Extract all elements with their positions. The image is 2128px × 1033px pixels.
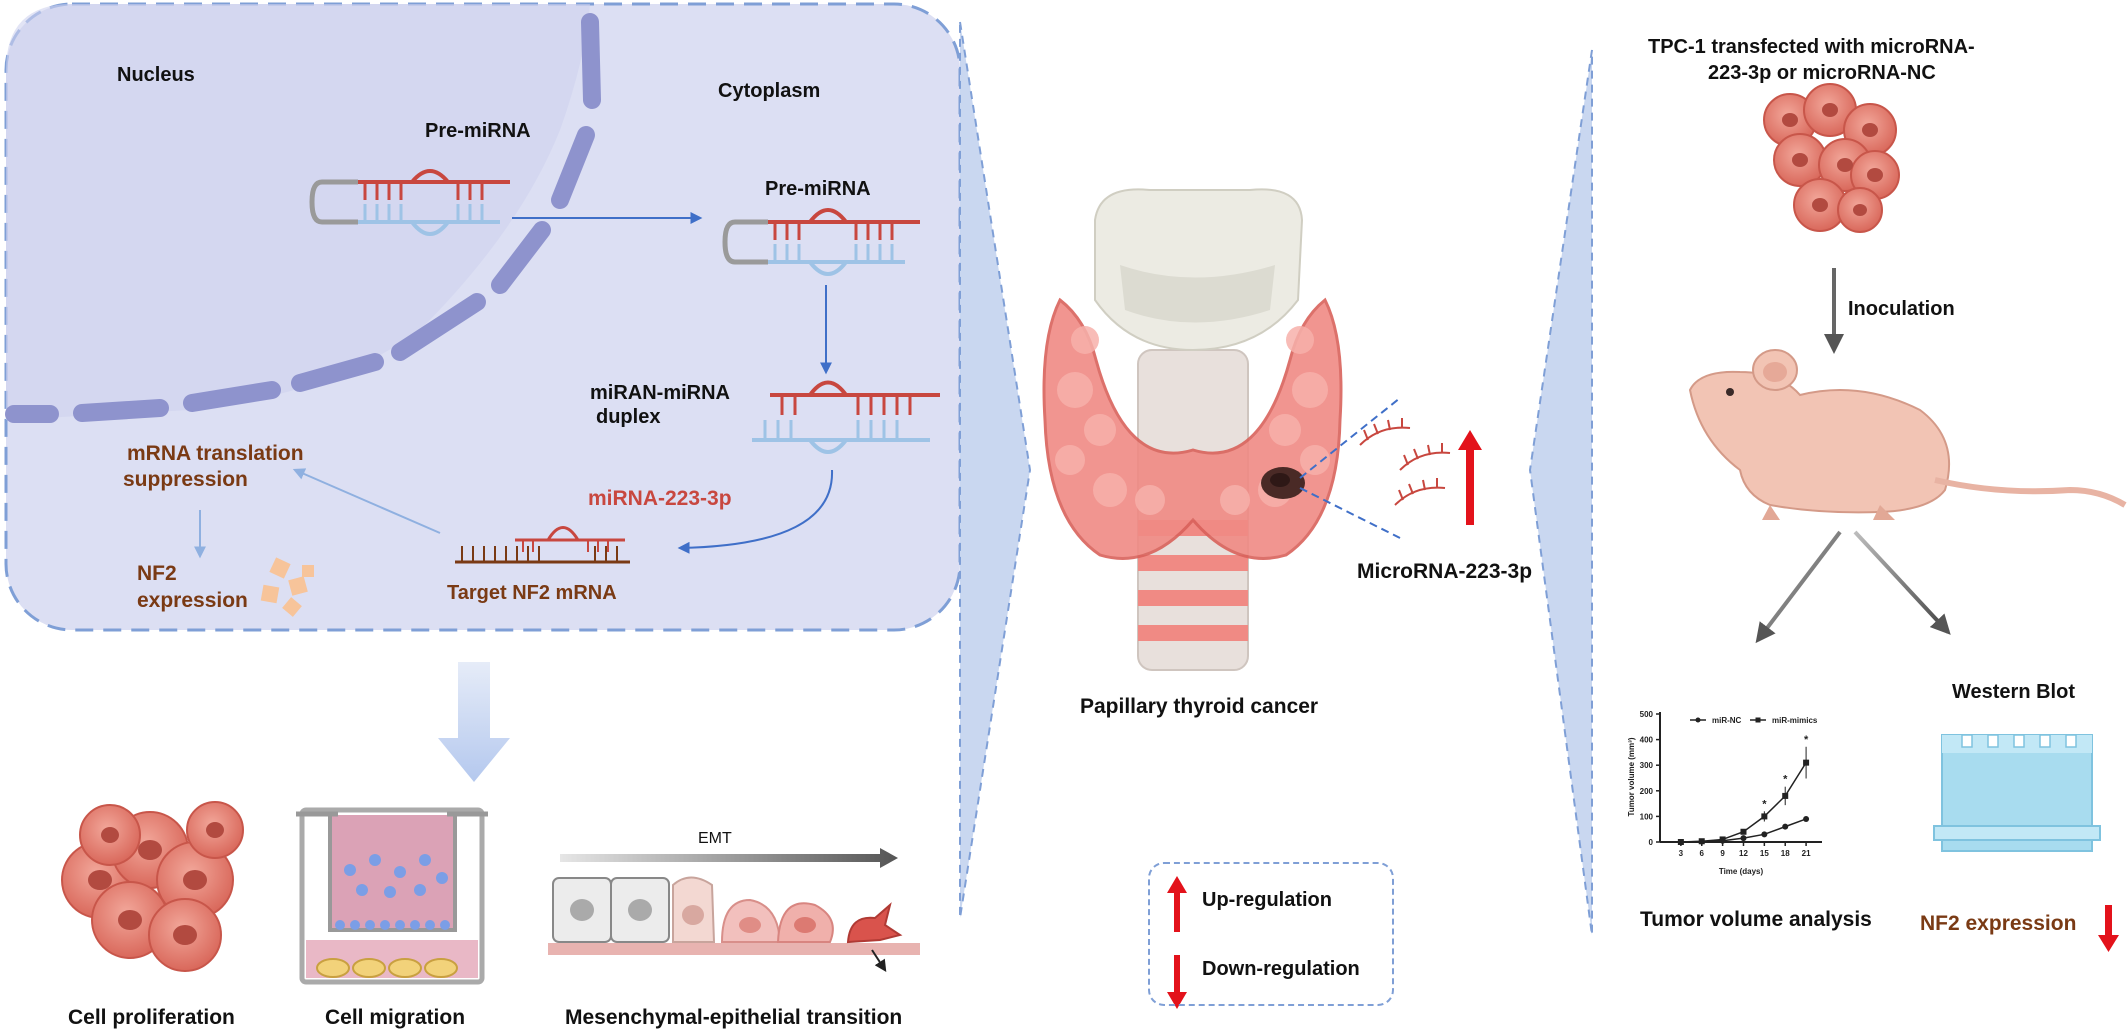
tumor-volume-chart: 0 100 200 300 400 500 3 6 9 12 15 18 21 * * * Tumor v…: [1627, 710, 1822, 876]
cell-panel: [4, 2, 962, 632]
y-tick-label: 200: [1640, 787, 1654, 796]
emt-arrow: [560, 848, 898, 868]
legend-up-label: Up-regulation: [1202, 889, 1332, 911]
y-tick-label: 500: [1640, 710, 1654, 719]
nf2-label-line1: NF2: [137, 562, 177, 585]
x-tick-label: 9: [1720, 849, 1725, 858]
microrna-label: MicroRNA-223-3p: [1357, 560, 1533, 583]
thyroid-illustration: [1042, 188, 1343, 671]
nf2-expression-right-label: NF2 expression: [1920, 912, 2077, 935]
cytoplasm-label: Cytoplasm: [718, 80, 821, 102]
nucleus-label: Nucleus: [117, 64, 195, 86]
tumor-volume-label: Tumor volume analysis: [1640, 908, 1872, 931]
nude-mouse-illustration: [1688, 349, 2127, 520]
y-tick-label: 400: [1640, 736, 1654, 745]
translation-label-line1: mRNA translation: [127, 442, 304, 465]
down-arrow: [438, 662, 510, 782]
nuclear-membrane: [5, 13, 601, 423]
tpc-label-line2: 223-3p or microRNA-NC: [1708, 62, 1936, 84]
legend-series-0: miR-NC: [1712, 716, 1742, 725]
legend-series-1: miR-mimics: [1772, 716, 1818, 725]
series-point-0: [1803, 815, 1810, 822]
nf2-protein-fragments: [260, 557, 314, 617]
left-divider-chevron: [959, 21, 1032, 919]
y-tick-label: 0: [1649, 838, 1654, 847]
x-tick-label: 12: [1739, 849, 1748, 858]
x-tick-label: 3: [1679, 849, 1684, 858]
cell-proliferation-illustration: [61, 801, 244, 972]
cell-proliferation-label: Cell proliferation: [68, 1006, 235, 1029]
suppression-arrow: [292, 468, 441, 534]
significance-marker: *: [1804, 734, 1809, 746]
emt-label: EMT: [698, 830, 732, 847]
target-nf2-label: Target NF2 mRNA: [447, 582, 617, 604]
legend-box: [1148, 862, 1394, 1006]
western-blot-label: Western Blot: [1952, 681, 2075, 703]
nf2-down-arrow: [2098, 905, 2119, 952]
pre-mirna-cytoplasm-hairpin: [722, 208, 920, 276]
right-divider-chevron: [1528, 49, 1593, 936]
western-blot-illustration: [1933, 734, 2101, 852]
nf2-label-line2: expression: [137, 589, 248, 612]
target-nf2-mrna: [455, 526, 630, 564]
y-tick-label: 100: [1640, 812, 1654, 821]
microrna-up-arrow: [1458, 430, 1482, 525]
microrna-molecules: [1359, 418, 1451, 506]
cell-migration-illustration: [296, 807, 488, 985]
significance-marker: *: [1783, 774, 1788, 786]
series-point-1: [1698, 838, 1705, 845]
mirna-223-label: miRNA-223-3p: [588, 487, 732, 510]
series-point-1: [1677, 839, 1684, 845]
significance-marker: *: [1762, 798, 1767, 810]
y-tick-label: 300: [1640, 761, 1654, 770]
inoculation-label: Inoculation: [1848, 298, 1955, 320]
legend-down-label: Down-regulation: [1202, 958, 1360, 980]
legend-down-arrow-icon: [1167, 955, 1187, 1009]
ptc-label: Papillary thyroid cancer: [1080, 695, 1319, 718]
chart-xlabel: Time (days): [1719, 867, 1764, 876]
duplex-label-line2: duplex: [596, 406, 661, 428]
legend-up-arrow-icon: [1167, 876, 1187, 932]
tumor-analysis-arrow: [1755, 530, 1842, 644]
translation-label-line2: suppression: [123, 468, 248, 491]
cell-migration-label: Cell migration: [325, 1006, 466, 1029]
x-tick-label: 15: [1760, 849, 1769, 858]
mirna-duplex: [752, 380, 940, 454]
x-tick-label: 21: [1802, 849, 1811, 858]
chart-ylabel: Tumor volume (mm³): [1627, 737, 1636, 816]
duplex-to-target-arrow: [677, 469, 834, 554]
series-point-1: [1719, 836, 1726, 843]
x-tick-label: 6: [1700, 849, 1705, 858]
emt-illustration: [548, 848, 920, 973]
chart-legend: miR-NC miR-mimics: [1690, 716, 1818, 725]
x-tick-label: 18: [1781, 849, 1790, 858]
series-point-0: [1740, 835, 1747, 842]
met-label: Mesenchymal-epithelial transition: [565, 1006, 903, 1029]
series-point-0: [1761, 831, 1768, 838]
tpc-label-line1: TPC-1 transfected with microRNA-: [1648, 36, 1975, 58]
pre-mirna-nucleus-hairpin: [309, 169, 510, 236]
tpc-cell-cluster: [1763, 83, 1900, 233]
pre-mirna-nucleus-label: Pre-miRNA: [425, 120, 531, 142]
duplex-label-line1: miRAN-miRNA: [590, 382, 730, 404]
western-blot-arrow: [1853, 530, 1951, 635]
pre-mirna-cytoplasm-label: Pre-miRNA: [765, 178, 871, 200]
series-point-0: [1782, 823, 1789, 830]
